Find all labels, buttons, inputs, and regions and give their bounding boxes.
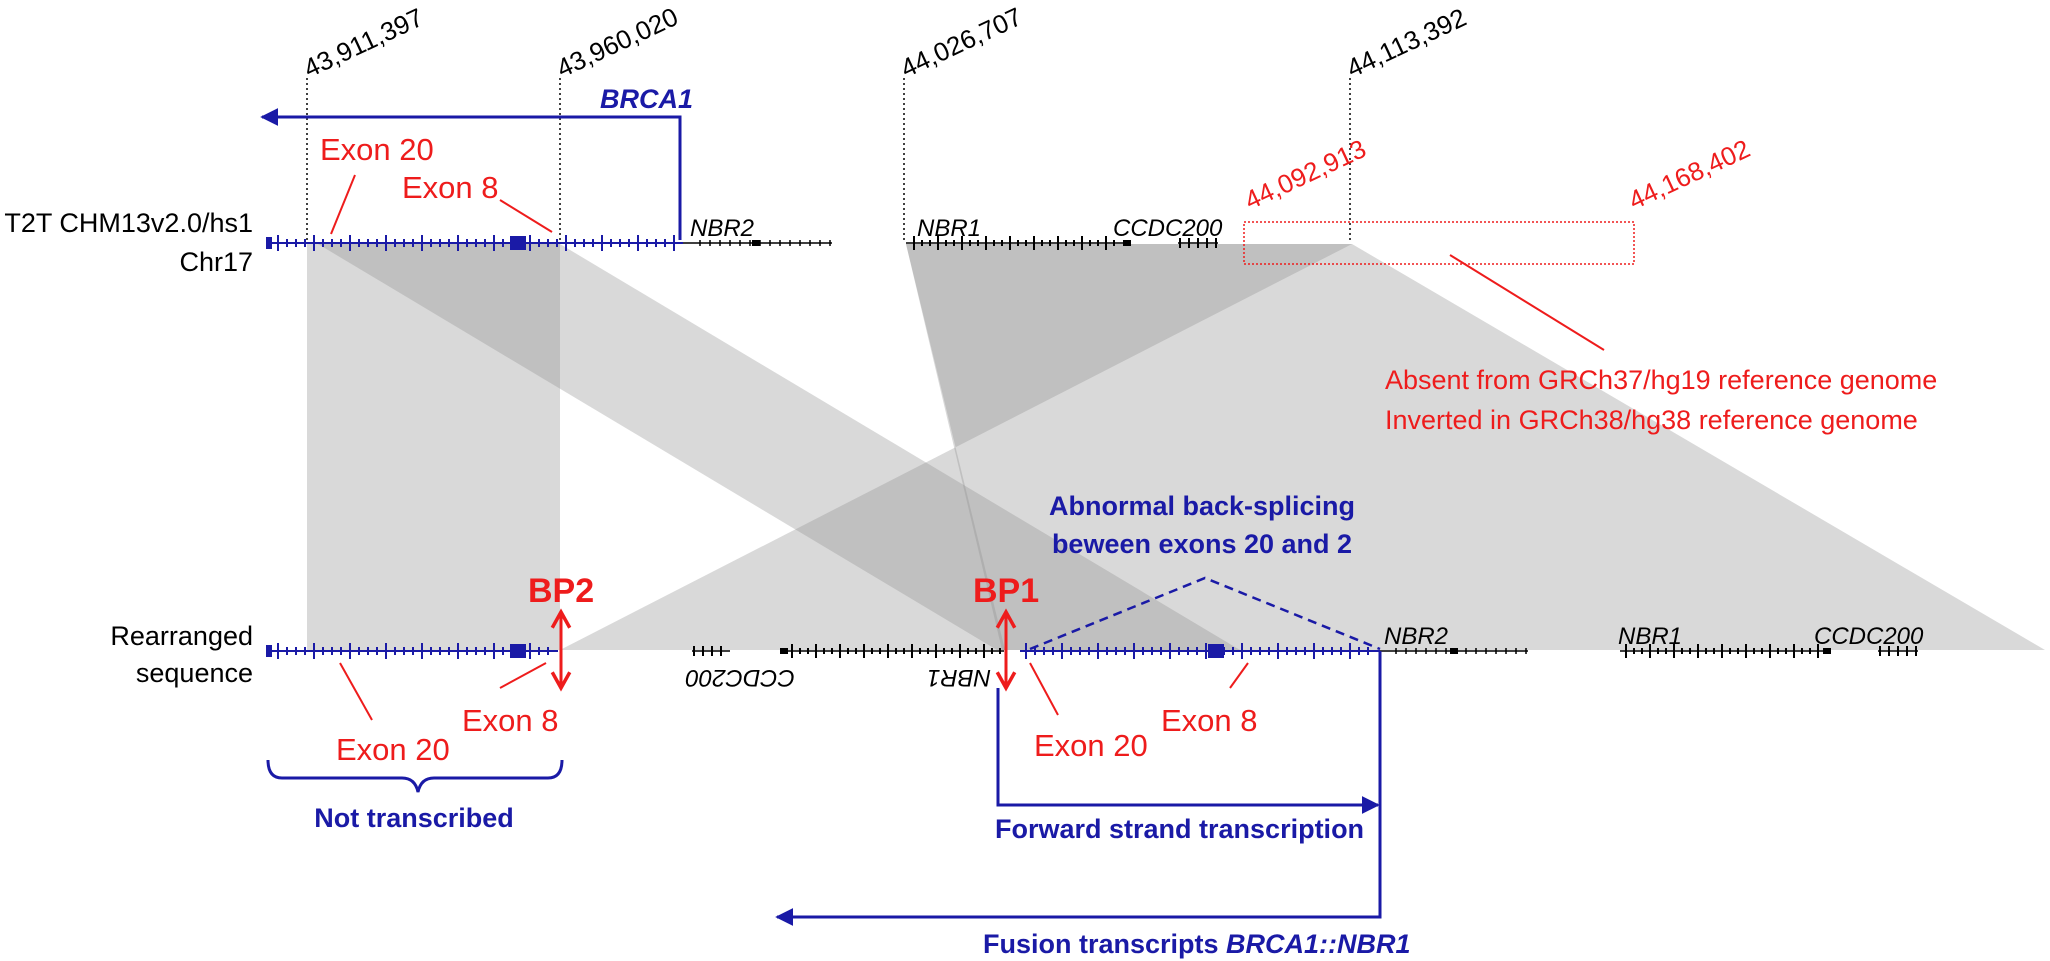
right-exon8-label: Exon 8 <box>1161 703 1258 738</box>
fusion-prefix: Fusion transcripts <box>983 929 1226 959</box>
reference-track <box>266 235 1218 251</box>
inverted-ccdc200-exon-ticks <box>693 646 722 656</box>
ccdc200-exon-ticks <box>1179 238 1217 248</box>
absent-region-pointer <box>1449 254 1605 351</box>
rearranged-label-line2: sequence <box>136 658 253 688</box>
forward-strand-label: Forward strand transcription <box>995 814 1364 844</box>
coordinate-label-red: 44,092,913 <box>1240 133 1371 215</box>
brca1-gene-label: BRCA1 <box>600 84 693 114</box>
left-exon20-pointer <box>339 662 373 721</box>
alignment-bands <box>307 244 2045 650</box>
reference-label-line2: Chr17 <box>179 247 253 277</box>
bp2-label: BP2 <box>528 572 594 610</box>
nbr2-exon-block <box>752 240 760 246</box>
right-exon20-pointer <box>1029 662 1059 716</box>
nbr1-exon-ticks <box>913 236 1115 250</box>
band-nbr2-region <box>906 244 2045 650</box>
ccdc200-gene-label: CCDC200 <box>1113 215 1223 242</box>
nbr1-rearranged-gene-label: NBR1 <box>1618 623 1682 650</box>
ccdc200-rearranged-gene-label: CCDC200 <box>1814 623 1924 650</box>
right-exon20-label: Exon 20 <box>1034 728 1148 763</box>
coordinate-label-red: 44,168,402 <box>1624 133 1755 215</box>
fusion-transcript-arrow <box>775 651 1382 926</box>
brca1-exon-block <box>266 237 272 249</box>
brca1-exon-ticks <box>277 235 675 251</box>
backsplice-dashed-path <box>1029 576 1381 651</box>
exon20-pointer <box>330 174 356 235</box>
left-exon8-pointer <box>499 662 547 689</box>
band-brca1-to-rearranged-right <box>318 244 1240 650</box>
brca1-right-exon-ticks <box>1025 643 1369 659</box>
backsplice-note-line1: Abnormal back-splicing <box>1049 491 1355 521</box>
band-brca1-left-segment <box>307 244 560 650</box>
inverted-ccdc200-gene-label: CCDC200 <box>685 664 795 691</box>
nbr2-exon-ticks <box>699 240 831 246</box>
coordinate-label: 44,113,392 <box>1342 2 1471 83</box>
rearranged-label-line1: Rearranged <box>110 621 253 651</box>
fusion-transcript-label: Fusion transcripts BRCA1::NBR1 <box>983 929 1411 959</box>
not-transcribed-label: Not transcribed <box>314 803 514 833</box>
exon8-pointer <box>499 199 553 233</box>
reference-label-line1: T2T CHM13v2.0/hs1 <box>4 208 253 238</box>
left-exon8-label: Exon 8 <box>462 703 559 738</box>
band-nbr1-ccdc200-inverted <box>560 244 1352 650</box>
nbr1-gene-label: NBR1 <box>917 215 981 242</box>
brca1-transcription-arrow <box>260 108 682 240</box>
ccdc200-rearranged-exon-ticks <box>1879 646 1917 656</box>
nbr2-rearranged-gene-label: NBR2 <box>1384 623 1448 650</box>
brca1-left-exon-block <box>266 645 272 657</box>
not-transcribed-brace <box>266 759 564 793</box>
nbr2-rearranged-exon-block <box>1450 648 1458 654</box>
coordinate-label: 43,911,397 <box>299 2 428 83</box>
nbr1-rearranged-exon-ticks <box>1625 644 1819 658</box>
left-exon20-label: Exon 20 <box>336 732 450 767</box>
fusion-gene-name: BRCA1::NBR1 <box>1226 929 1411 959</box>
brca1-left-exon-ticks <box>277 643 549 659</box>
coordinate-guides <box>306 78 1351 240</box>
bp1-label: BP1 <box>973 572 1039 610</box>
right-exon8-pointer <box>1229 662 1249 689</box>
nbr1-rearranged-exon-block <box>1823 648 1831 654</box>
absent-note-line1: Absent from GRCh37/hg19 reference genome <box>1385 365 1937 395</box>
rearranged-track <box>266 643 1918 659</box>
inverted-nbr1-gene-label: NBR1 <box>927 664 991 691</box>
nbr1-exon-block <box>1123 240 1131 246</box>
inverted-nbr1-exon-block <box>780 648 788 654</box>
absent-note-line2: Inverted in GRCh38/hg38 reference genome <box>1385 405 1918 435</box>
forward-strand-arrow <box>996 688 1380 814</box>
coordinate-label: 44,026,707 <box>896 1 1027 83</box>
coordinate-label: 43,960,020 <box>552 1 683 83</box>
nbr2-rearranged-exon-ticks <box>1395 648 1527 654</box>
exon20-label: Exon 20 <box>320 132 434 167</box>
exon8-label: Exon 8 <box>402 170 499 205</box>
backsplice-note-line2: beween exons 20 and 2 <box>1052 529 1352 559</box>
nbr2-gene-label: NBR2 <box>690 215 754 242</box>
